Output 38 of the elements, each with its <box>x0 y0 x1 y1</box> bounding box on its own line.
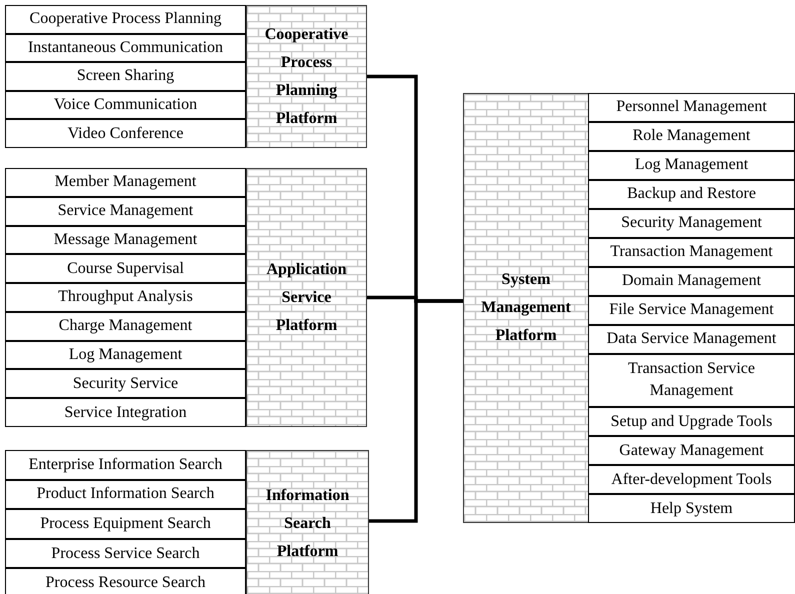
platform-box: System Management Platform <box>463 93 589 523</box>
module-box: Role Management <box>588 122 795 151</box>
module-box: File Service Management <box>588 296 795 325</box>
module-box: Process Resource Search <box>5 568 246 594</box>
module-box: Service Management <box>5 196 246 226</box>
module-box: Course Supervisal <box>5 254 246 284</box>
module-box: Security Service <box>5 369 246 398</box>
module-box: Member Management <box>5 168 246 197</box>
module-box: Domain Management <box>588 266 795 296</box>
platform-box: Cooperative Process Planning Platform <box>246 5 367 148</box>
module-box: Gateway Management <box>588 436 795 466</box>
module-box: Throughput Analysis <box>5 283 246 312</box>
module-box: Help System <box>588 494 795 523</box>
module-box: Service Integration <box>5 398 246 427</box>
platform-box: Information Search Platform <box>246 450 369 594</box>
module-box: Cooperative Process Planning <box>5 5 246 34</box>
module-box: Product Information Search <box>5 480 246 510</box>
connector-line <box>369 299 463 523</box>
module-box: Voice Communication <box>5 90 246 120</box>
module-box: Log Management <box>588 150 795 180</box>
module-box: Log Management <box>5 340 246 370</box>
module-box: Security Management <box>588 208 795 238</box>
module-box: Screen Sharing <box>5 62 246 91</box>
module-box: Process Service Search <box>5 538 246 568</box>
module-box: Setup and Upgrade Tools <box>588 407 795 436</box>
module-box: After-development Tools <box>588 465 795 494</box>
module-box: Backup and Restore <box>588 180 795 209</box>
module-box: Process Equipment Search <box>5 509 246 539</box>
module-box: Instantaneous Communication <box>5 34 246 62</box>
module-box: Enterprise Information Search <box>5 450 246 480</box>
module-box: Personnel Management <box>588 93 795 122</box>
module-box: Transaction Service Management <box>588 354 795 408</box>
module-box: Video Conference <box>5 119 246 148</box>
module-box: Data Service Management <box>588 324 795 354</box>
module-box: Transaction Management <box>588 238 795 267</box>
module-box: Message Management <box>5 226 246 254</box>
platform-box: Application Service Platform <box>246 168 367 427</box>
module-box: Charge Management <box>5 312 246 341</box>
